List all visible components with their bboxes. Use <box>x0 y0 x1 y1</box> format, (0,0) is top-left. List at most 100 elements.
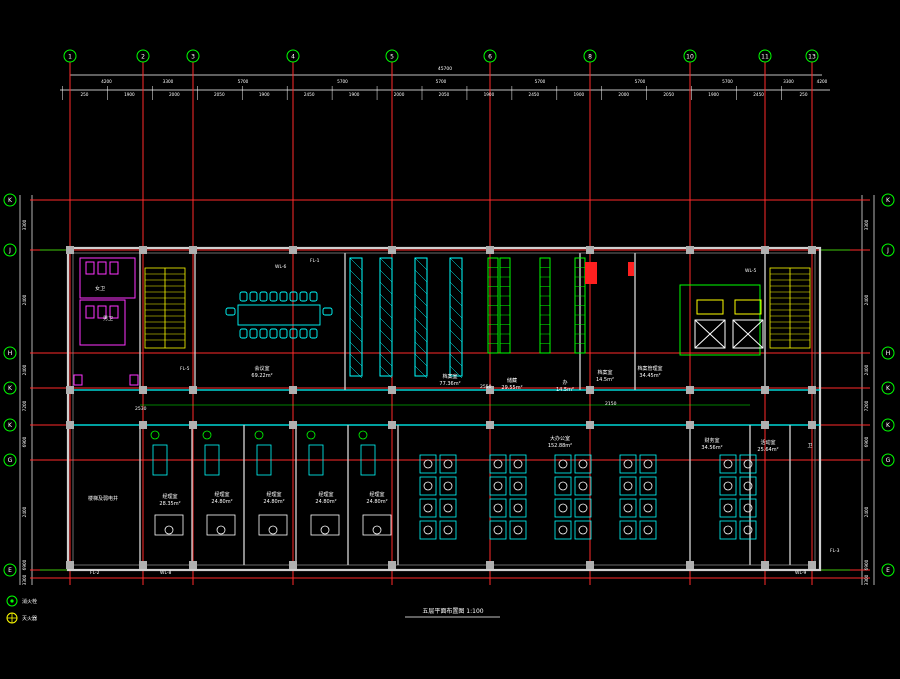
grid-col-label: 2 <box>141 54 145 61</box>
grid-bubble-row: E <box>881 563 895 577</box>
dim-sub: 1900 <box>573 92 584 97</box>
outer-walls <box>66 246 822 572</box>
grid-row-label: G <box>886 457 891 464</box>
dim-sub: 2000 <box>169 92 180 97</box>
grid-col-label: 1 <box>68 54 72 61</box>
axis-extension-lines <box>40 249 850 571</box>
room-name: 档案室 <box>597 369 612 376</box>
grid-bubble-row: H <box>881 346 895 360</box>
room-area: 24.80m² <box>366 499 387 505</box>
pipe-tag: 2550 <box>480 384 492 390</box>
room-area: 69.22m² <box>251 373 272 379</box>
dim-side: 3300 <box>22 574 27 585</box>
grid-col-label: 3 <box>191 54 195 61</box>
toilet-fixtures <box>73 257 139 386</box>
archive-shelves <box>349 257 586 379</box>
room-name: 会议室 <box>254 365 269 372</box>
room-name: 档案管理室 <box>637 365 662 372</box>
dim-side: 7200 <box>864 400 869 411</box>
structural-columns <box>66 246 816 569</box>
dim-side: 7200 <box>22 400 27 411</box>
hydrant-legend-icon <box>6 595 18 607</box>
grid-row-label: J <box>886 247 889 254</box>
dim-sub: 2050 <box>439 92 450 97</box>
room-label: 男卫 <box>103 316 113 322</box>
dim-sub: 1900 <box>124 92 135 97</box>
dim-span: 4200 <box>101 79 112 84</box>
pipe-tag: FL-1 <box>310 258 320 264</box>
dim-side: 2400 <box>22 364 27 375</box>
dim-side: 2400 <box>864 506 869 517</box>
pipe-tag: 2150 <box>605 401 617 407</box>
dim-side: 2400 <box>864 364 869 375</box>
room-name: 储藏 <box>507 377 517 384</box>
pipe-tag: FL-3 <box>830 548 840 554</box>
grid-bubble-row: E <box>3 563 17 577</box>
room-label: 女卫 <box>95 285 105 292</box>
grid-bubble-row: K <box>3 418 17 432</box>
grid-bubble-row: J <box>881 243 895 257</box>
dim-side: 3300 <box>864 574 869 585</box>
drawing-title-block: 五层平面布置图 1:100 <box>405 607 500 618</box>
dim-span: 5700 <box>722 79 733 84</box>
meeting-table <box>225 291 333 339</box>
dim-side: 6900 <box>22 436 27 447</box>
dim-side: 2400 <box>22 506 27 517</box>
overall-dimension: 45700 <box>438 66 452 72</box>
dim-sub: 250 <box>80 92 88 97</box>
grid-lines-vertical <box>69 62 813 585</box>
grid-bubble-row: K <box>881 381 895 395</box>
room-label: 办14.5m² <box>556 379 574 393</box>
dim-span: 5700 <box>635 79 646 84</box>
dim-sub: 2000 <box>618 92 629 97</box>
grid-row-label: G <box>8 457 13 464</box>
grid-bubble-row: H <box>3 346 17 360</box>
room-name: 楼梯及弱电井 <box>88 495 118 502</box>
pipe-tag: WL-5 <box>745 268 757 274</box>
legend: 消火栓 灭火器 <box>6 595 37 624</box>
grid-row-label: H <box>8 350 13 357</box>
pipe-tag: WL-9 <box>795 570 807 576</box>
dim-side: 3300 <box>864 219 869 230</box>
grid-bubble-col: 4 <box>286 49 300 63</box>
room-name: 档案室 <box>442 373 457 380</box>
room-area: 24.80m² <box>211 499 232 505</box>
grid-col-label: 10 <box>686 54 694 61</box>
dim-side: 6900 <box>864 436 869 447</box>
dim-side: 6900 <box>22 559 27 570</box>
grid-bubble-col: 8 <box>583 49 597 63</box>
grid-bubble-col: 1 <box>63 49 77 63</box>
grid-bubble-col: 13 <box>805 49 819 63</box>
grid-bubble-col: 6 <box>483 49 497 63</box>
grid-bubble-col: 11 <box>758 49 772 63</box>
grid-col-label: 8 <box>588 54 592 61</box>
room-area: 24.80m² <box>263 499 284 505</box>
room-name: 财务室 <box>704 437 719 444</box>
dim-span: 5700 <box>238 79 249 84</box>
dim-sub: 2450 <box>753 92 764 97</box>
dim-sub: 2450 <box>304 92 315 97</box>
grid-bubble-row: K <box>3 381 17 395</box>
corridor-walls <box>70 389 820 426</box>
room-area: 14.5m² <box>556 387 574 393</box>
dim-sub: 1900 <box>259 92 270 97</box>
pipe-tag: WL-6 <box>275 264 287 270</box>
room-area: 152.88m² <box>548 443 572 449</box>
room-area: 34.45m² <box>639 373 660 379</box>
dim-span: 5700 <box>337 79 348 84</box>
grid-col-label: 4 <box>291 54 295 61</box>
room-name: 经理室 <box>162 493 177 500</box>
dim-sub: 1900 <box>484 92 495 97</box>
grid-bubble-row: G <box>881 453 895 467</box>
